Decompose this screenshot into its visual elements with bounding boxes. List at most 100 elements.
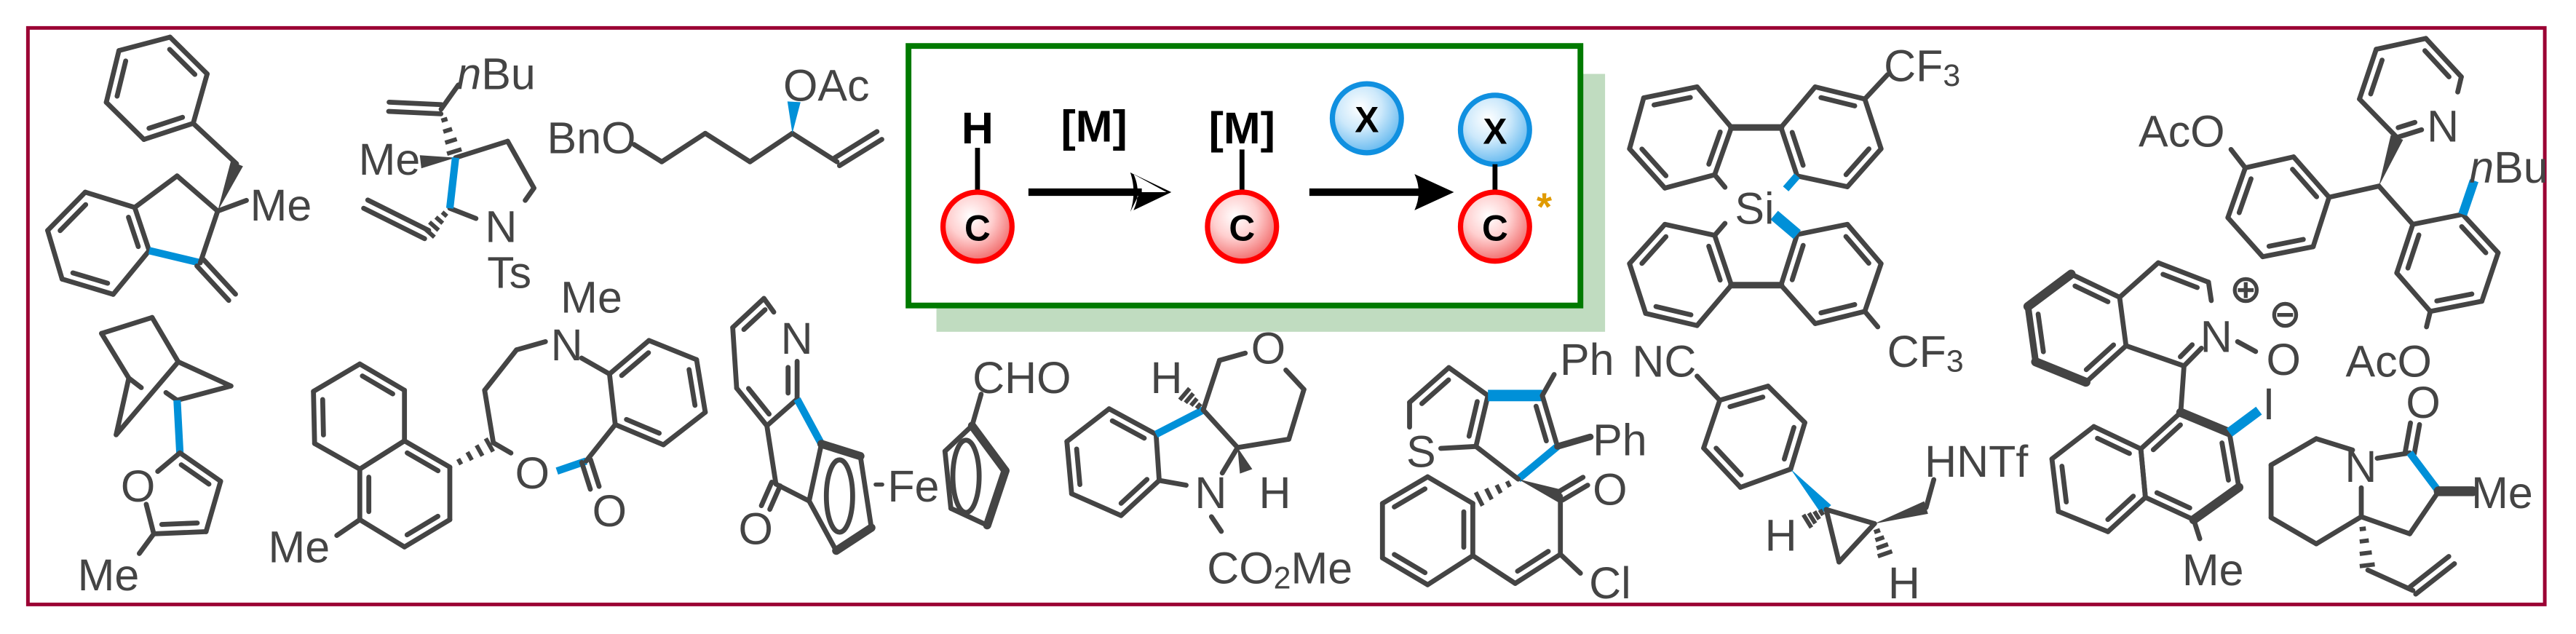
bond [745,386,772,417]
bond [1639,146,1669,178]
bond [702,130,753,165]
atom-label: Me [2182,545,2244,595]
atom-label: O [515,448,550,498]
bond [2083,342,2117,373]
molecule-indolizidinone: N O Me [2345,378,2532,518]
hashed-bond [483,437,495,453]
atom-label: N [2427,102,2459,151]
subscript: 3 [1943,58,1960,93]
bond [1643,311,1700,328]
bond [1701,397,1723,451]
bond [1064,439,1074,496]
bond [1836,520,1877,565]
wedge-bond [1518,479,1564,502]
bond [1695,282,1735,328]
butyl: Bu [2494,143,2548,192]
atom-label: O [1593,464,1627,514]
bond [320,397,326,437]
atom-label: Ts [487,248,531,298]
bond [523,185,536,203]
bond [2268,436,2319,468]
bond [2069,272,2123,300]
wedge-bond [419,155,456,169]
hashed-bond [428,221,440,232]
bond [2424,309,2433,330]
bond [1627,261,1649,316]
bond [1627,221,1668,266]
bond [1286,387,1307,442]
bond [438,82,461,112]
bond [1794,173,1850,189]
bond [505,138,536,191]
bond [817,440,865,461]
bond [1662,221,1718,238]
bond [2150,422,2183,453]
carbon-atom-label: C [1482,208,1508,249]
atom-label: Ph [1560,335,1614,384]
bond [114,376,132,437]
bond [1069,491,1124,518]
bond [857,453,874,531]
bond [1157,478,1189,488]
butyl: Bu [481,49,536,99]
bond [2260,244,2316,260]
bond [948,505,990,528]
bond [2357,47,2379,102]
bond [2178,363,2187,415]
bond [2365,567,2416,593]
bond [114,359,181,437]
hashed-bond [1184,392,1195,405]
bond [2031,357,2090,387]
atom-label: H [1259,468,1291,518]
atom-label: Fe [887,461,939,511]
bond [126,215,141,250]
bond [1392,552,1428,576]
bond [836,137,884,169]
hashed-bond [1876,549,1893,558]
bond [1706,129,1723,167]
bond [203,478,223,534]
atom-label: O [739,504,773,554]
bond [386,108,444,116]
molecule-silafluorene: CF3 Si CF3 [1735,41,1963,379]
bond [1470,552,1518,586]
bond [132,205,152,253]
bond [1712,124,1735,178]
atom-label: Me [560,272,622,322]
bond [1701,445,1743,490]
bond [1392,486,1428,510]
bond [2056,509,2111,534]
bond [357,361,408,393]
bond [137,531,156,556]
bond [2072,283,2111,304]
bond [1844,146,1884,189]
bond [2181,345,2204,369]
bond [59,276,116,297]
highlighted-bond [173,400,184,453]
bond [1424,552,1475,587]
bond [2326,183,2382,200]
bond [2407,554,2452,590]
molecule-triarylmethane: AcO N nBu AcO [2139,102,2548,387]
bond [807,441,824,504]
bond [334,517,362,538]
atom-label: nBu [456,49,535,99]
bond [1712,172,1728,190]
hashed-bond [1194,402,1202,410]
bond [2206,280,2214,304]
bond [2117,295,2129,349]
methyl: Me [1291,544,1353,593]
bond [2023,269,2076,312]
molecule-allylic-acetate: BnO OAc [547,60,870,162]
bond [1727,395,1766,410]
atom-label: H [1150,353,1182,403]
bond [1812,309,1868,326]
atom-label: BnO [547,114,636,163]
bond [174,383,234,403]
bond [2434,291,2475,304]
bond [1555,475,1586,495]
outer-frame [25,25,2547,606]
bond [1844,221,1884,266]
bond [694,357,708,415]
bond [1737,467,1794,490]
